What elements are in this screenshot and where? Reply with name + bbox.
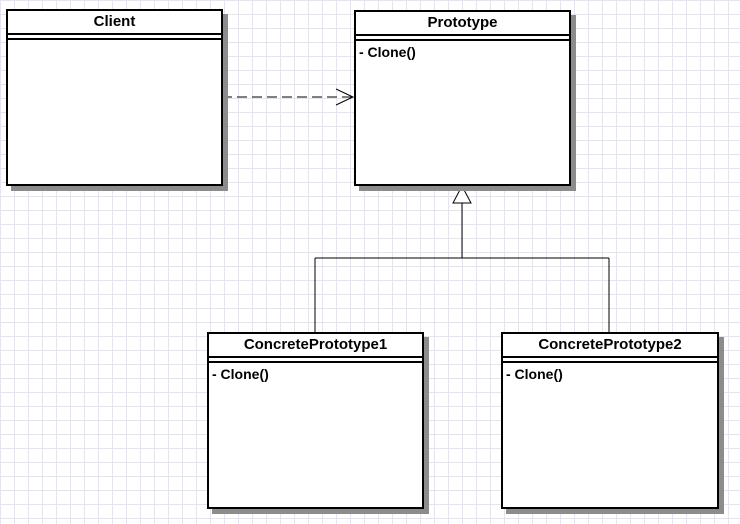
class-concrete-prototype-2[interactable]: ConcretePrototype2 - Clone() — [501, 332, 719, 509]
attributes-compartment-prototype — [356, 36, 569, 41]
operations-compartment-concrete-prototype-2: - Clone() — [503, 363, 717, 383]
attributes-compartment-client — [8, 35, 221, 40]
operation-clone: - Clone() — [212, 366, 269, 382]
operation-clone: - Clone() — [506, 366, 563, 382]
operations-compartment-concrete-prototype-1: - Clone() — [209, 363, 422, 383]
class-client[interactable]: Client — [6, 9, 223, 186]
class-name-client: Client — [8, 11, 221, 35]
attributes-compartment-concrete-prototype-1 — [209, 358, 422, 363]
class-name-concrete-prototype-1: ConcretePrototype1 — [209, 334, 422, 358]
attributes-compartment-concrete-prototype-2 — [503, 358, 717, 363]
operations-compartment-prototype: - Clone() — [356, 41, 569, 61]
dependency-arrowhead — [335, 88, 355, 106]
operations-compartment-client — [8, 40, 221, 42]
operation-clone: - Clone() — [359, 44, 416, 60]
class-prototype[interactable]: Prototype - Clone() — [354, 10, 571, 186]
class-concrete-prototype-1[interactable]: ConcretePrototype1 - Clone() — [207, 332, 424, 509]
class-name-prototype: Prototype — [356, 12, 569, 36]
class-name-concrete-prototype-2: ConcretePrototype2 — [503, 334, 717, 358]
generalization-triangle — [452, 184, 472, 204]
